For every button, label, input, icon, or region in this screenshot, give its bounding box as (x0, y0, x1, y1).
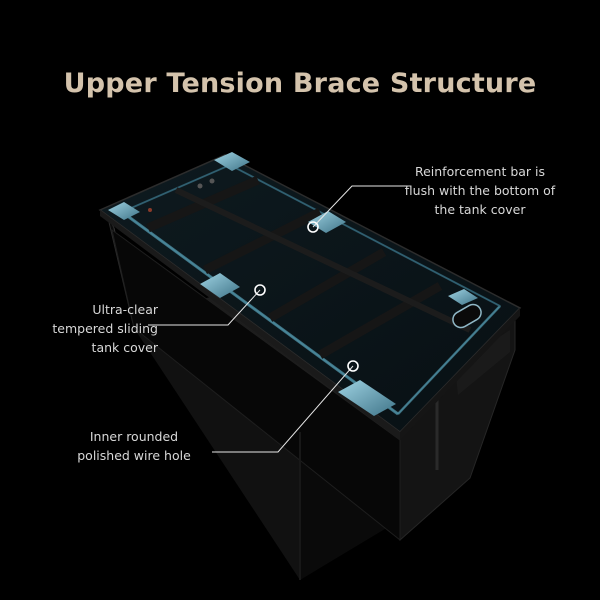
callout-line: Ultra-clear (92, 302, 158, 317)
front-base-trim (134, 315, 300, 580)
callout-wire-hole: Inner rounded polished wire hole (60, 427, 208, 465)
corner-block-back-left (214, 152, 250, 171)
center-brace (174, 187, 472, 333)
corner-block-right (448, 289, 478, 305)
corner-block-left (108, 202, 140, 220)
callout-line: tempered sliding (52, 321, 158, 336)
tank-front-glass (111, 228, 401, 542)
marker-wire (347, 360, 359, 372)
corner-block-front (338, 380, 396, 416)
leader-line-wire (212, 365, 354, 453)
cross-brace-2 (202, 207, 323, 275)
callout-line: Inner rounded (89, 429, 179, 444)
marker-reinforcement (307, 221, 319, 233)
cross-brace-3 (267, 248, 387, 322)
callout-line: tank cover (91, 340, 158, 355)
cross-brace-4 (317, 282, 443, 359)
leader-line-reinforcement (312, 185, 408, 228)
callout-sliding-cover: Ultra-clear tempered sliding tank cover (22, 300, 158, 357)
brace-block-front (200, 273, 240, 298)
wire-hole (452, 303, 482, 329)
marker-glass (254, 284, 266, 296)
callout-line: flush with the bottom of (404, 183, 556, 198)
leader-line-glass (148, 289, 261, 326)
callout-line: polished wire hole (77, 448, 191, 463)
callout-reinforcement-bar: Reinforcement bar is flush with the bott… (396, 162, 564, 219)
callout-line: the tank cover (434, 202, 526, 217)
callout-line: Reinforcement bar is (414, 164, 546, 179)
page-title: Upper Tension Brace Structure (63, 68, 537, 99)
